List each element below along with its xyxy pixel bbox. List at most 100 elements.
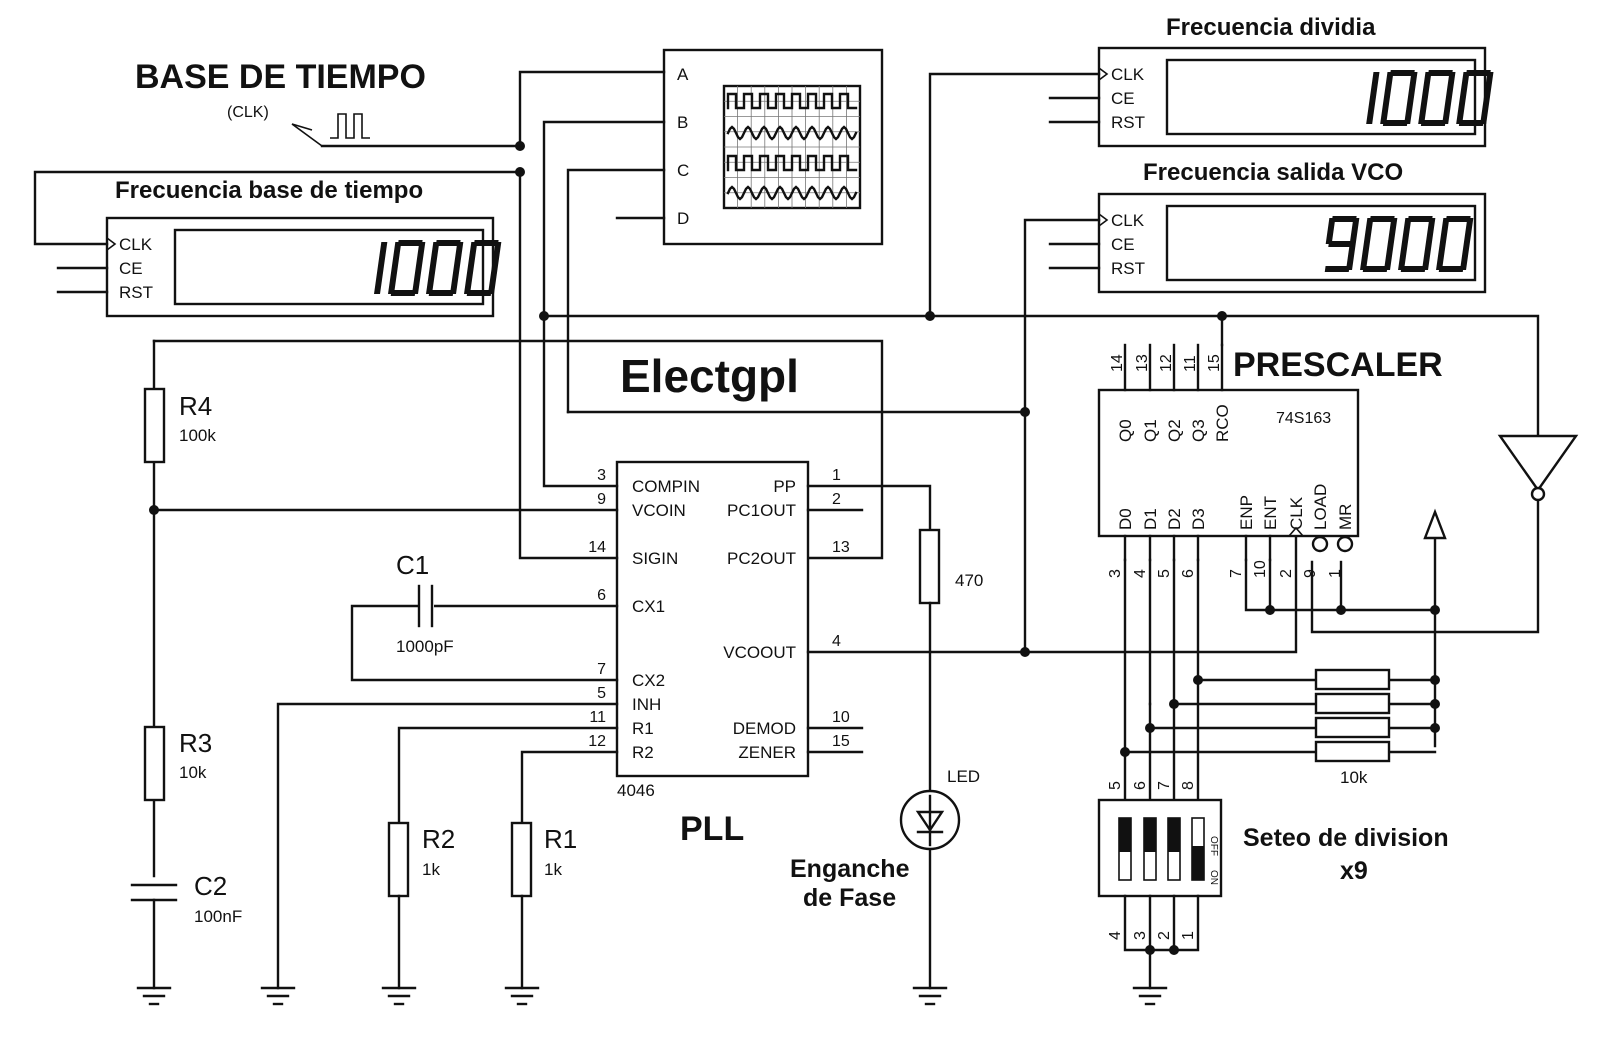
pll-pin-number-4: 4 [832,633,841,650]
dip-on-label: ON [1208,870,1219,885]
division-setting-label: Seteo de division [1243,824,1449,852]
dip-off-label: OFF [1208,836,1219,856]
counter-vco-title: Frecuencia salida VCO [1143,159,1403,186]
pll-pin-number-2: 2 [832,491,841,508]
pll-pin-name-zener: ZENER [738,743,796,762]
inverter-gate [1497,434,1579,502]
pll-label: PLL [680,810,744,848]
pll-pin-name-vcoout: VCOOUT [723,643,796,662]
digit-0 [1380,70,1418,126]
ground-symbol-inh [260,986,296,1006]
counter-vco-display [1324,216,1474,272]
counter-pin-name-d1: D1 [1141,508,1160,530]
counter-pin-number-1: 1 [1327,569,1344,578]
pll-pin-number-1: 1 [832,467,841,484]
scope-trace-b [726,125,858,141]
pll-pin-number-12: 12 [588,733,606,750]
counter-divided-display [1366,70,1494,126]
scope-trace-a [726,92,858,110]
junction-dot [1430,723,1440,733]
dip-pin-number-8: 8 [1180,781,1197,790]
counter-pin-name-d3: D3 [1189,508,1208,530]
counter-pin-number-7: 7 [1228,569,1245,578]
scope-trace-c [726,154,858,172]
scope-channel-a: A [677,65,689,84]
counter-pin-number-14: 14 [1109,354,1126,372]
oscilloscope: A B C D [662,48,884,246]
counter-pin-name-mr: MR [1336,504,1355,530]
phase-lock-label-2: de Fase [803,884,896,912]
resistor-r2 [387,821,410,898]
pll-pin-name-pc1out: PC1OUT [727,501,796,520]
dip-pin-number-4: 4 [1107,931,1124,940]
counter-vco-pin-clk: CLK [1111,211,1145,230]
counter-pin-number-15: 15 [1206,354,1223,372]
scope-channel-b: B [677,113,688,132]
counter-vco-pin-ce: CE [1111,235,1135,254]
c1-ref: C1 [396,550,429,580]
counter-pin-number-12: 12 [1158,354,1175,372]
pll-pin-number-11: 11 [589,709,606,726]
pll-pin-number-13: 13 [832,539,850,556]
ground-symbol-led [912,986,948,1006]
ground-symbol-r2 [381,986,417,1006]
digit-1 [1366,72,1380,124]
counter-time-base-title: Frecuencia base de tiempo [115,177,423,204]
pll-pin-name-sigin: SIGIN [632,549,678,568]
pll-pin-number-15: 15 [832,733,850,750]
counter-time-base-display [374,240,502,296]
pullup-value: 10k [1340,768,1368,787]
pll-pin-name-cx2: CX2 [632,671,665,690]
clk-source-label: (CLK) [227,104,269,121]
ground-symbol-r1 [504,986,540,1006]
led-ref: LED [947,767,980,786]
pll-part-number: 4046 [617,781,655,800]
phase-lock-label-1: Enganche [790,855,910,883]
r1-value: 1k [544,860,562,879]
pll-pin-number-14: 14 [588,539,606,556]
pll-pin-name-compin: COMPIN [632,477,700,496]
digit-0 [1360,216,1398,272]
junction-dot [1336,605,1346,615]
digit-0 [388,240,426,296]
counter-pin-number-10: 10 [1252,560,1269,578]
pll-pin-number-3: 3 [597,467,606,484]
brand-label: Electgpl [620,350,799,402]
counter-pin-number-6: 6 [1180,569,1197,578]
junction-dot [1430,605,1440,615]
counter-pin-name-q3: Q3 [1189,419,1208,442]
counter-pin-name-load: LOAD [1311,484,1330,530]
junction-dot [149,505,159,515]
digit-0 [1456,70,1494,126]
division-factor-label: x9 [1340,857,1368,885]
c2-value: 100nF [194,907,242,926]
junction-dot [1145,723,1155,733]
resistor-r4 [143,387,166,464]
digit-0 [464,240,502,296]
junction-dot [1020,647,1030,657]
pc2out-feedback-wire [152,339,884,560]
r3-ref: R3 [179,728,212,758]
r1-ref: R1 [544,824,577,854]
counter-chip-part-number: 74S163 [1276,410,1331,427]
junction-dot [1020,407,1030,417]
pll-pin-name-pp: PP [773,477,796,496]
resistor-r3 [143,725,166,802]
counter-pin-name-enp: ENP [1237,495,1256,530]
capacitor-c2 [130,883,178,902]
c1-value: 1000pF [396,637,454,656]
counter-pin-number-5: 5 [1156,569,1173,578]
counter-divided-pin-ce: CE [1111,89,1135,108]
counter-pin-name-q1: Q1 [1141,419,1160,442]
counter-vco-pin-rst: RST [1111,259,1145,278]
c2-ref: C2 [194,871,227,901]
pll-pin-name-cx1: CX1 [632,597,665,616]
counter-pin-name-rco: RCO [1213,404,1232,442]
time-base-feed-wire [33,170,522,246]
counter-pin-number-11: 11 [1182,355,1199,372]
ground-symbol-c2 [136,986,172,1006]
pll-pin-number-7: 7 [597,661,606,678]
digit-0 [1418,70,1456,126]
counter-divided-title: Frecuencia dividia [1166,14,1376,41]
